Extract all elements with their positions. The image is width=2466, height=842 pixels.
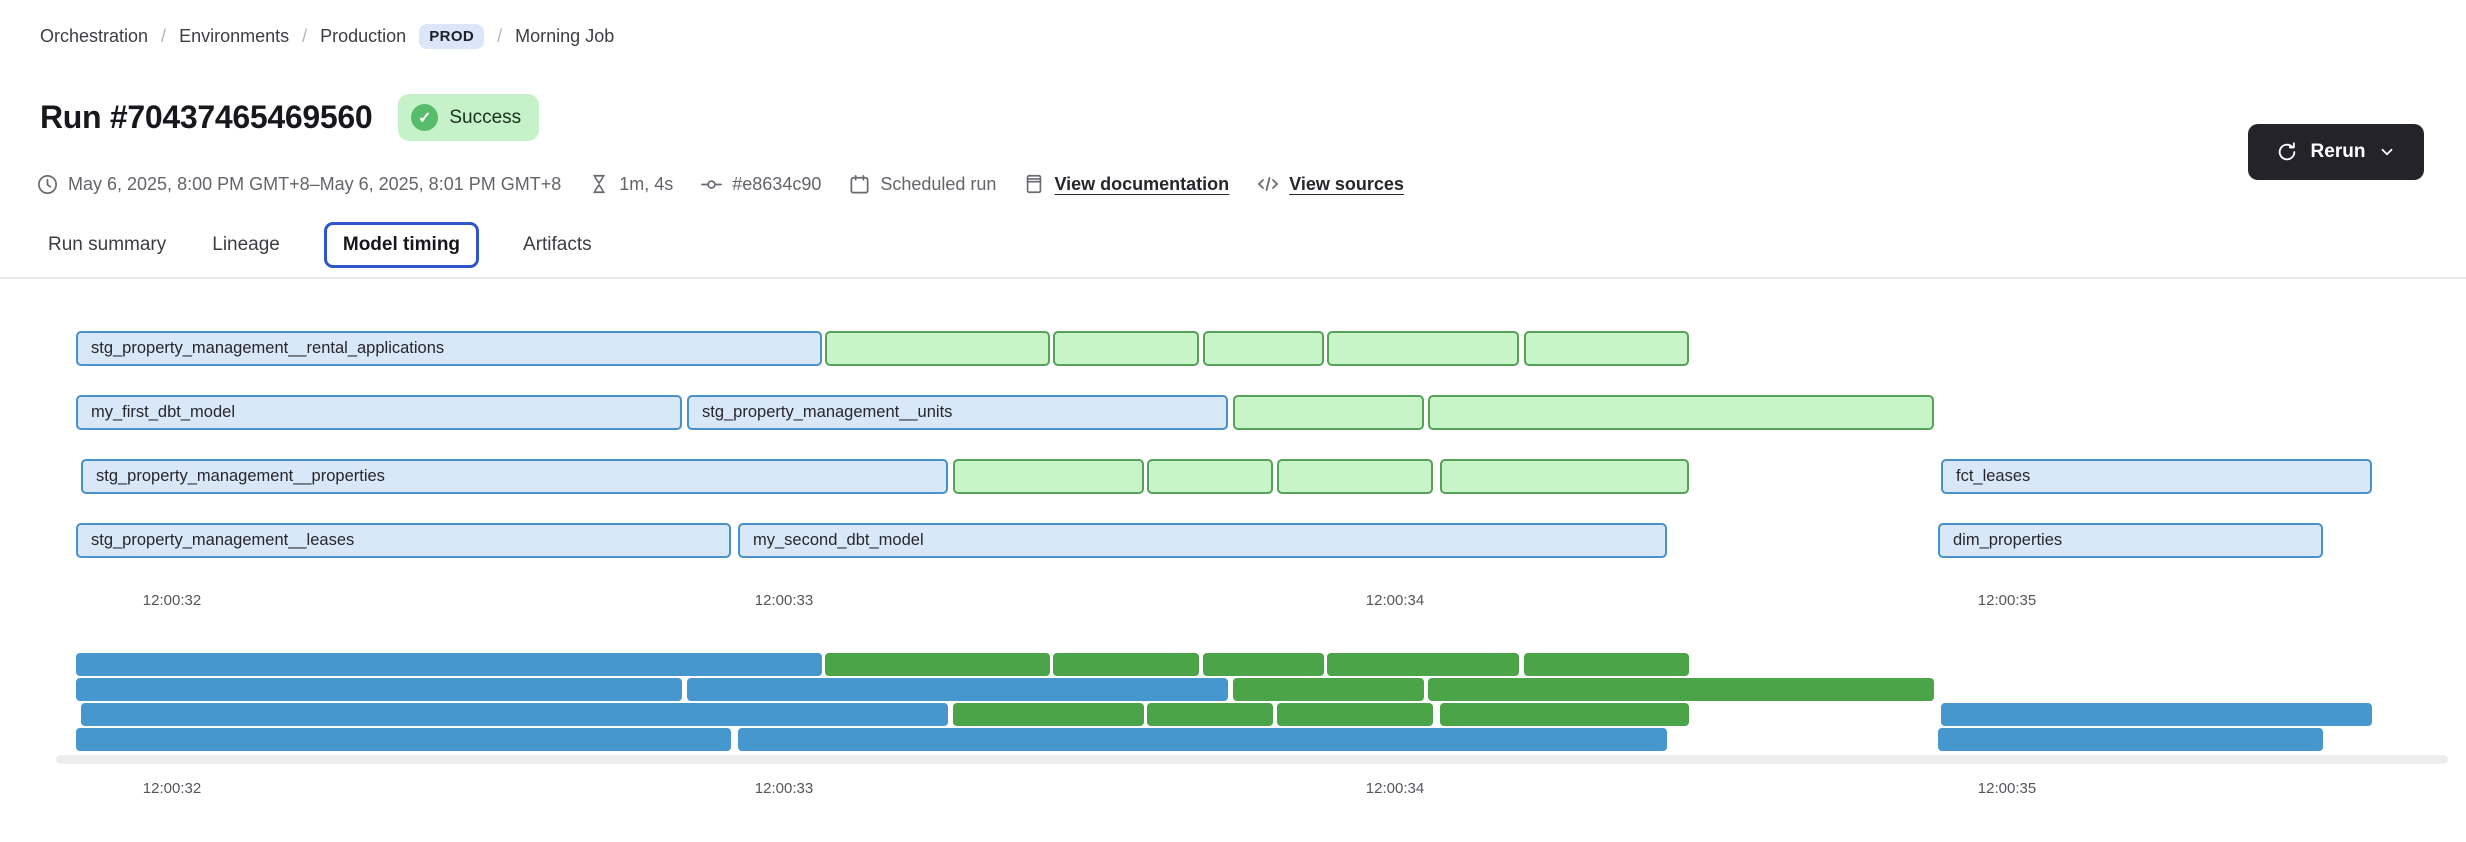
breadcrumb-orchestration[interactable]: Orchestration — [40, 26, 149, 46]
gantt-bar[interactable] — [1147, 459, 1273, 494]
tab-run-summary[interactable]: Run summary — [48, 234, 167, 255]
gantt-bar-label: my_second_dbt_model — [753, 531, 924, 549]
minimap-bar — [1233, 678, 1424, 701]
minimap-bar — [1327, 653, 1519, 676]
time-axis-tick: 12:00:35 — [1977, 780, 2037, 797]
rerun-button[interactable]: Rerun — [2248, 124, 2424, 180]
tab-bar: Run summary Lineage Model timing Artifac… — [46, 222, 594, 268]
breadcrumb-separator: / — [302, 26, 308, 46]
run-trigger-type: Scheduled run — [848, 173, 996, 196]
time-axis-tick: 12:00:33 — [754, 780, 814, 797]
breadcrumb-separator: / — [497, 26, 503, 46]
breadcrumb-current-job: Morning Job — [515, 26, 615, 46]
tab-artifacts[interactable]: Artifacts — [523, 234, 592, 255]
time-axis-tick: 12:00:34 — [1365, 592, 1425, 609]
minimap-bar — [953, 703, 1144, 726]
code-icon — [1256, 172, 1280, 196]
time-axis-tick: 12:00:32 — [142, 780, 202, 797]
timeline-minimap[interactable] — [0, 653, 2466, 752]
commit-sha: #e8634c90 — [700, 173, 821, 196]
time-axis-tick: 12:00:33 — [754, 592, 814, 609]
run-duration: 1m, 4s — [588, 173, 673, 195]
time-axis-tick: 12:00:35 — [1977, 592, 2037, 609]
minimap-bar — [76, 653, 822, 676]
minimap-bar — [76, 728, 731, 751]
status-badge: ✓ Success — [398, 94, 540, 141]
gantt-bar[interactable]: my_first_dbt_model — [76, 395, 682, 430]
minimap-bar — [825, 653, 1050, 676]
minimap-bar — [81, 703, 948, 726]
gantt-bar[interactable]: dim_properties — [1938, 523, 2323, 558]
gantt-bar[interactable] — [1524, 331, 1689, 366]
minimap-bar — [1203, 653, 1324, 676]
run-metadata: May 6, 2025, 8:00 PM GMT+8–May 6, 2025, … — [36, 172, 1404, 196]
breadcrumb: Orchestration / Environments / Productio… — [40, 24, 614, 49]
gantt-bar-label: stg_property_management__properties — [96, 467, 385, 485]
breadcrumb-production[interactable]: Production — [320, 26, 407, 46]
gantt-bar-label: fct_leases — [1956, 467, 2031, 485]
refresh-icon — [2276, 141, 2298, 163]
view-sources-link[interactable]: View sources — [1256, 172, 1404, 196]
rerun-button-label: Rerun — [2310, 141, 2366, 162]
hourglass-icon — [588, 173, 610, 195]
clock-icon — [36, 173, 59, 196]
minimap-bar — [1277, 703, 1433, 726]
minimap-bar — [1428, 678, 1934, 701]
success-check-icon: ✓ — [411, 104, 439, 131]
calendar-icon — [848, 173, 871, 196]
gantt-bar[interactable]: fct_leases — [1941, 459, 2372, 494]
gantt-bar[interactable]: stg_property_management__units — [687, 395, 1228, 430]
gantt-bar[interactable] — [1203, 331, 1324, 366]
run-time-range: May 6, 2025, 8:00 PM GMT+8–May 6, 2025, … — [36, 173, 561, 196]
minimap-bar — [1053, 653, 1199, 676]
gantt-bar[interactable] — [1440, 459, 1689, 494]
minimap-scroll-track[interactable] — [56, 755, 2448, 764]
minimap-bar — [687, 678, 1228, 701]
gantt-bar[interactable] — [1233, 395, 1424, 430]
minimap-bar — [1440, 703, 1689, 726]
page-title: Run #70437465469560 — [40, 99, 373, 135]
commit-icon — [700, 173, 723, 196]
minimap-bar — [76, 678, 682, 701]
minimap-time-axis: 12:00:32 12:00:33 12:00:34 12:00:35 — [0, 780, 2466, 804]
gantt-time-axis: 12:00:32 12:00:33 12:00:34 12:00:35 — [0, 592, 2466, 616]
minimap-bar — [1938, 728, 2323, 751]
gantt-bar[interactable] — [1277, 459, 1433, 494]
gantt-bar[interactable]: my_second_dbt_model — [738, 523, 1667, 558]
gantt-bar-label: stg_property_management__leases — [91, 531, 355, 549]
tab-lineage[interactable]: Lineage — [212, 234, 280, 255]
gantt-bar[interactable] — [953, 459, 1144, 494]
title-row: Run #70437465469560 ✓ Success — [40, 94, 540, 141]
minimap-bar — [1524, 653, 1689, 676]
gantt-bar[interactable]: stg_property_management__leases — [76, 523, 731, 558]
gantt-bar[interactable]: stg_property_management__rental_applicat… — [76, 331, 822, 366]
minimap-bar — [738, 728, 1667, 751]
gantt-bar-label: my_first_dbt_model — [91, 403, 235, 421]
breadcrumb-environments[interactable]: Environments — [179, 26, 290, 46]
breadcrumb-separator: / — [161, 26, 167, 46]
time-axis-tick: 12:00:34 — [1365, 780, 1425, 797]
gantt-bar[interactable] — [1327, 331, 1519, 366]
gantt-chart: stg_property_management__rental_applicat… — [0, 331, 2466, 561]
environment-badge: PROD — [419, 24, 485, 49]
gantt-bar-label: dim_properties — [1953, 531, 2063, 549]
gantt-bar-label: stg_property_management__units — [702, 403, 953, 421]
tab-model-timing[interactable]: Model timing — [323, 222, 480, 268]
tabs-divider — [0, 277, 2466, 279]
document-icon — [1023, 173, 1045, 195]
minimap-bar — [1941, 703, 2372, 726]
minimap-bar — [1147, 703, 1273, 726]
time-axis-tick: 12:00:32 — [142, 592, 202, 609]
chevron-down-icon — [2378, 143, 2396, 161]
gantt-bar-label: stg_property_management__rental_applicat… — [91, 339, 445, 357]
status-badge-label: Success — [449, 106, 522, 128]
gantt-bar[interactable]: stg_property_management__properties — [81, 459, 948, 494]
gantt-bar[interactable] — [1053, 331, 1199, 366]
gantt-bar[interactable] — [1428, 395, 1934, 430]
view-documentation-link[interactable]: View documentation — [1023, 173, 1229, 195]
gantt-bar[interactable] — [825, 331, 1050, 366]
